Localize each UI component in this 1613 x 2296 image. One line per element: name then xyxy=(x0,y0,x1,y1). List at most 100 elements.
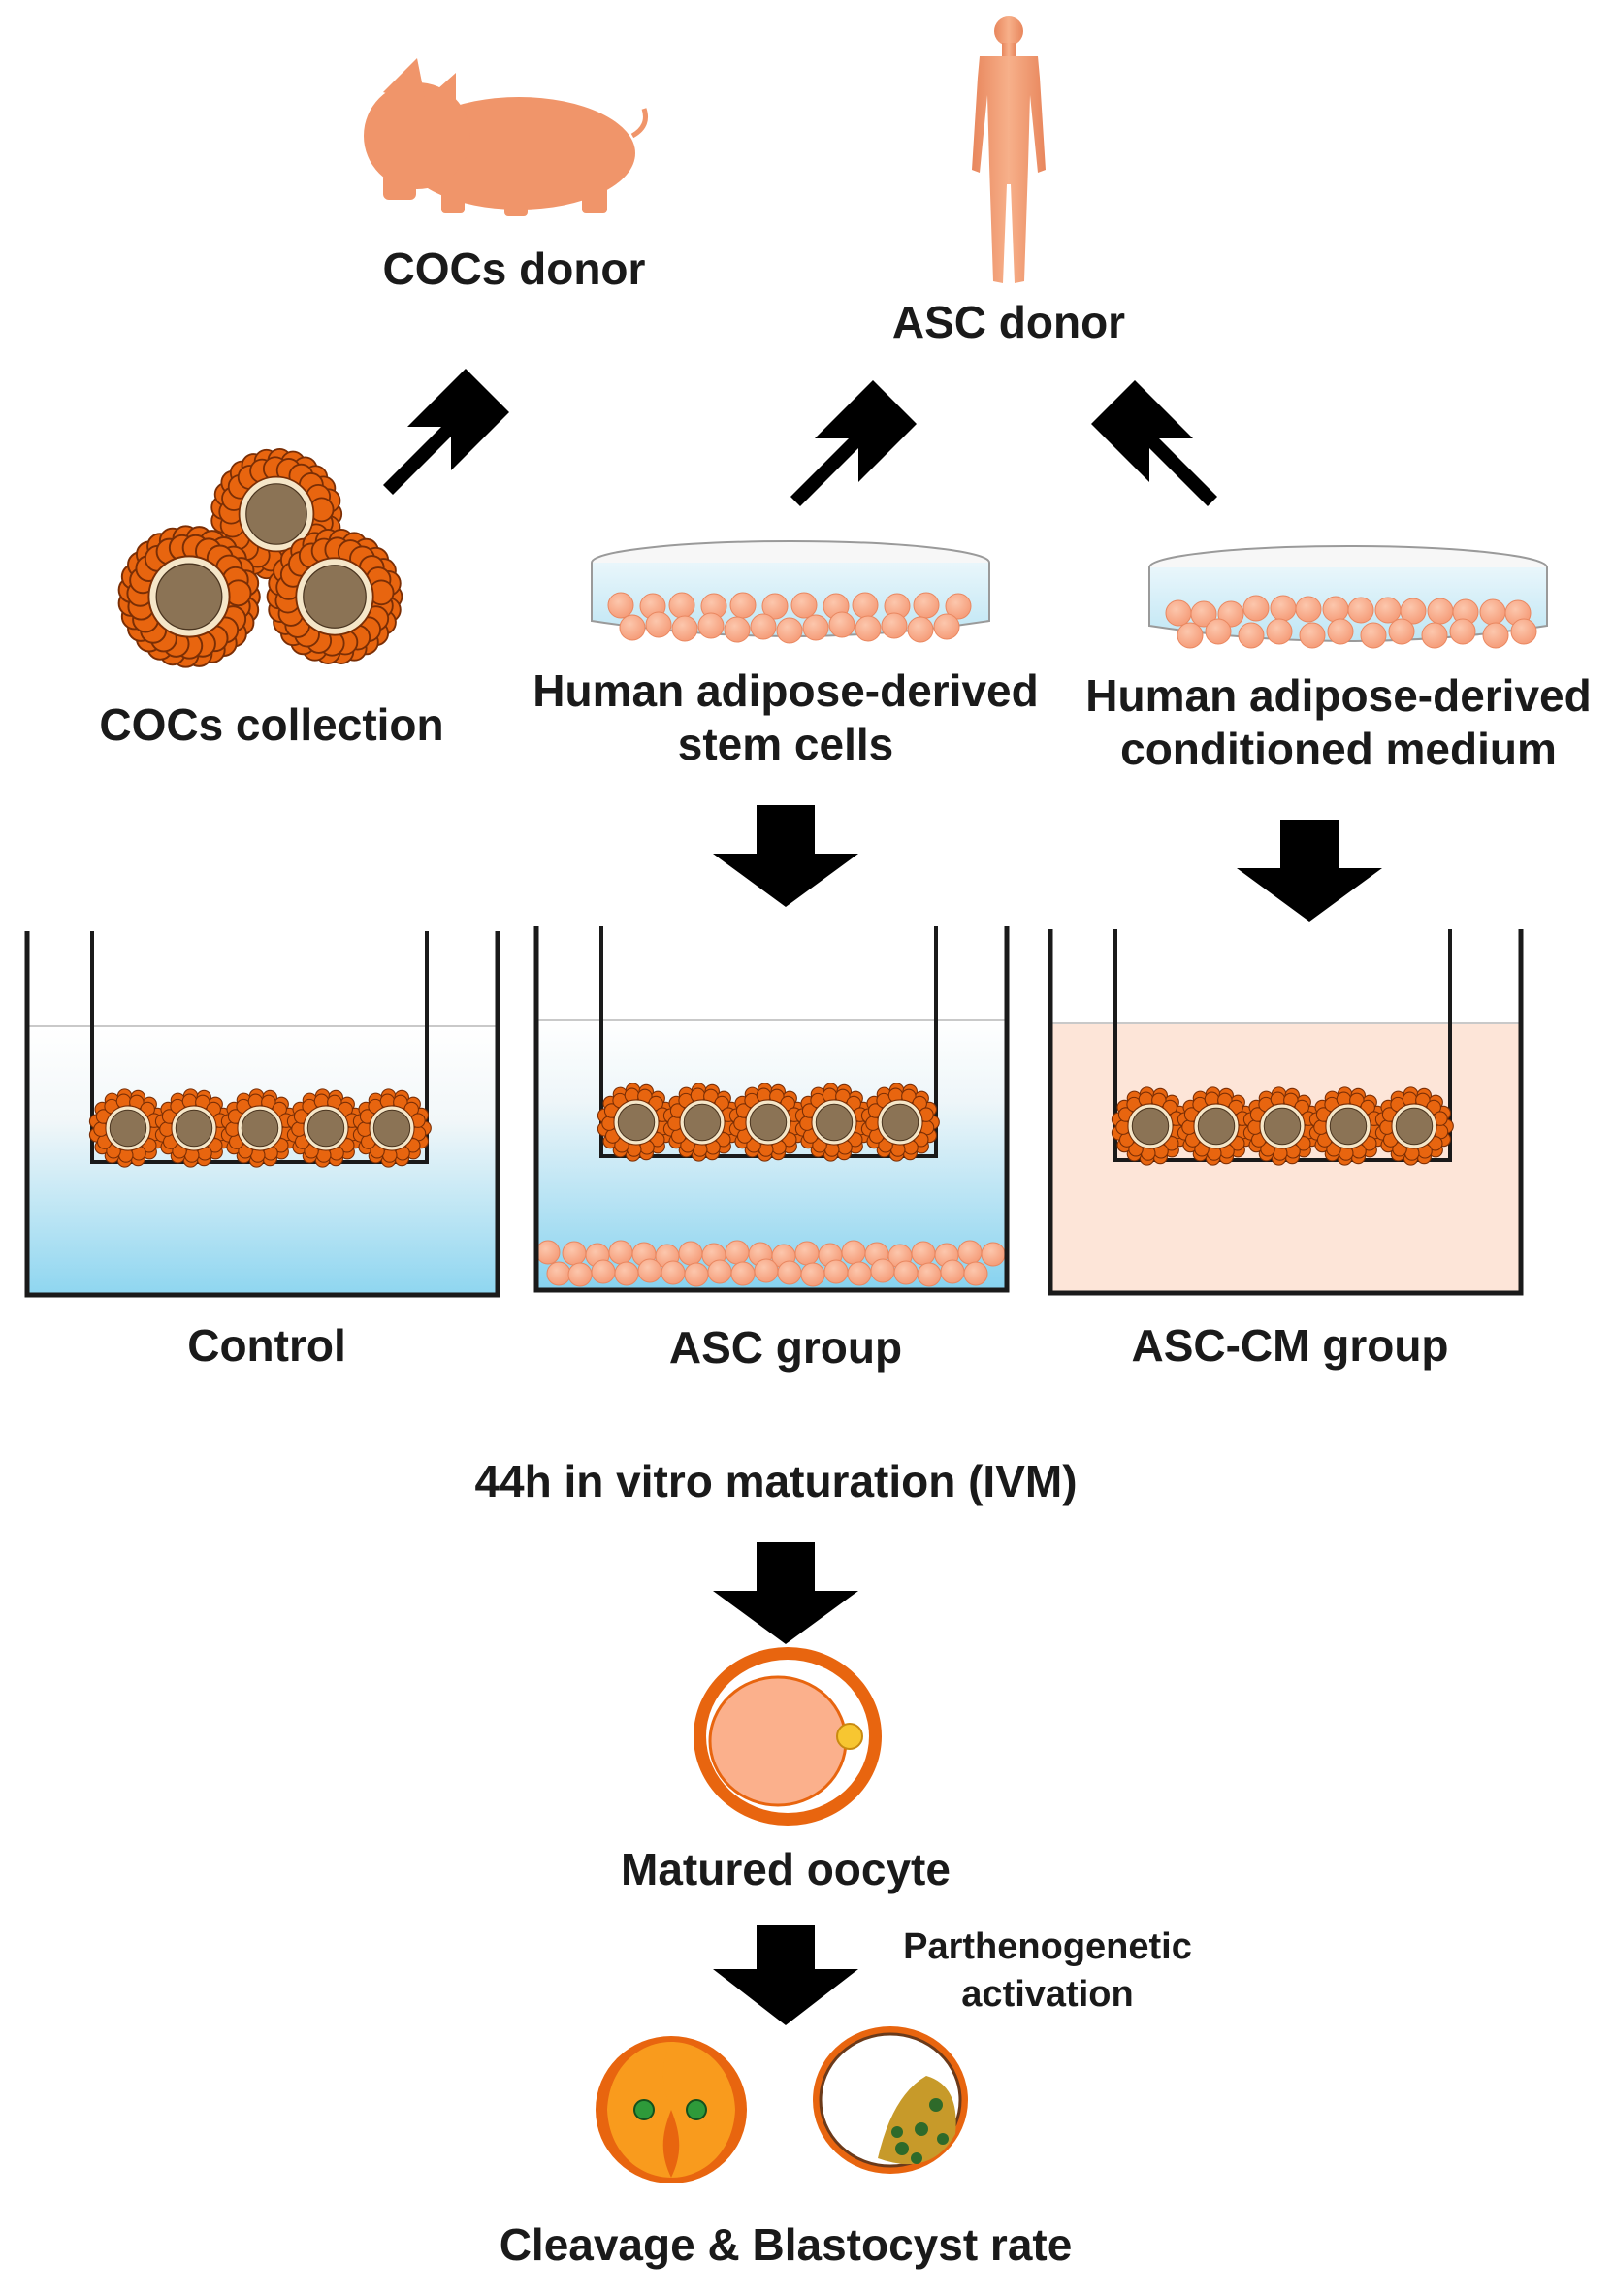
cell xyxy=(790,592,818,619)
asc-cell xyxy=(684,1262,709,1287)
coc-left xyxy=(117,525,261,668)
cell xyxy=(881,612,908,639)
asc-cell xyxy=(777,1260,802,1285)
arrow-down-to-matured-oocyte xyxy=(713,1542,858,1644)
asc-cell xyxy=(940,1259,965,1284)
conditioned-label-line2: conditioned medium xyxy=(1120,724,1557,774)
coc-in-well xyxy=(794,1083,874,1162)
cell xyxy=(1347,597,1374,624)
cell xyxy=(1449,618,1476,645)
cell xyxy=(761,593,789,620)
arrow-down-to-embryos xyxy=(713,1925,858,2025)
matured-oocyte-icon xyxy=(694,1647,882,1826)
cocs-collection-label: COCs collection xyxy=(99,699,444,750)
asc-well xyxy=(533,926,1010,1293)
arrow-to-cocs-collection xyxy=(383,369,509,495)
cell xyxy=(619,614,646,641)
asc-cell xyxy=(661,1260,686,1285)
cell xyxy=(668,592,695,619)
parthenogenetic-label-line1: Parthenogenetic xyxy=(903,1926,1192,1967)
cell xyxy=(1238,622,1265,649)
cell xyxy=(750,613,777,640)
asc-cell xyxy=(794,1241,820,1266)
cell xyxy=(852,592,879,619)
cell xyxy=(855,615,882,642)
coc-in-well xyxy=(1374,1086,1454,1166)
cell xyxy=(1360,622,1387,649)
asc-cm-group-label: ASC-CM group xyxy=(1131,1320,1449,1371)
stem-cells-label-line1: Human adipose-derived xyxy=(532,665,1039,716)
ivm-label: 44h in vitro maturation (IVM) xyxy=(474,1456,1078,1506)
cell xyxy=(1374,597,1402,624)
cell xyxy=(1295,596,1322,623)
cell xyxy=(907,616,934,643)
asc-cell xyxy=(847,1261,872,1286)
arrow-down-to-cm-well xyxy=(1237,820,1382,922)
cell xyxy=(933,613,960,640)
asc-cell xyxy=(546,1261,571,1286)
cell xyxy=(802,614,829,641)
cell xyxy=(1177,622,1204,649)
cell xyxy=(1479,598,1506,626)
arrow-down-to-asc-well xyxy=(713,805,858,907)
cleaved-embryo-icon xyxy=(596,2036,747,2183)
cell xyxy=(1205,618,1232,645)
coc-in-well xyxy=(662,1083,742,1162)
coc-right xyxy=(266,529,403,664)
cocs-cluster-icon xyxy=(117,448,403,668)
control-well xyxy=(24,931,500,1298)
coc-in-well xyxy=(728,1083,808,1162)
asc-cell xyxy=(917,1262,942,1287)
cell xyxy=(945,593,972,620)
asc-cell xyxy=(870,1258,895,1283)
cell xyxy=(1400,598,1427,625)
asc-cell xyxy=(725,1240,750,1265)
stem-cells-label-line2: stem cells xyxy=(677,719,894,769)
cocs-donor-label: COCs donor xyxy=(382,243,646,294)
cell xyxy=(1299,622,1326,649)
cell xyxy=(645,611,672,638)
asc-cell xyxy=(608,1240,633,1265)
asc-cell xyxy=(981,1242,1006,1267)
arrow-to-conditioned-medium xyxy=(1091,380,1217,506)
pig-icon xyxy=(364,58,648,216)
asc-cell xyxy=(754,1258,779,1283)
cell xyxy=(1322,596,1349,623)
asc-cell xyxy=(957,1240,983,1265)
petri-dish-conditioned-medium xyxy=(1148,545,1548,649)
coc-in-well xyxy=(220,1088,300,1168)
cell xyxy=(1242,595,1270,622)
asc-cell xyxy=(678,1241,703,1266)
cell xyxy=(1427,598,1454,625)
arrow-to-stem-cells xyxy=(790,380,917,506)
cell xyxy=(1165,599,1192,627)
control-label: Control xyxy=(187,1320,346,1371)
asc-cm-well xyxy=(1048,929,1524,1296)
asc-cell xyxy=(730,1261,756,1286)
petri-dish-stem-cells xyxy=(591,540,990,644)
cell xyxy=(724,616,751,643)
asc-cell xyxy=(562,1241,587,1266)
cell xyxy=(1190,600,1217,628)
cell xyxy=(1388,618,1415,645)
coc-in-well xyxy=(1308,1086,1388,1166)
cell xyxy=(828,611,855,638)
cell xyxy=(776,617,803,644)
cell xyxy=(697,612,725,639)
asc-cell xyxy=(591,1259,616,1284)
cleavage-blastocyst-label: Cleavage & Blastocyst rate xyxy=(499,2219,1073,2270)
conditioned-label-line1: Human adipose-derived xyxy=(1085,670,1592,721)
cell xyxy=(913,592,940,619)
asc-cell xyxy=(567,1262,593,1287)
cell xyxy=(671,615,698,642)
asc-group-label: ASC group xyxy=(668,1322,903,1373)
asc-cell xyxy=(911,1241,936,1266)
blastocyst-icon xyxy=(813,2026,968,2174)
cell xyxy=(1266,618,1293,645)
coc-in-well xyxy=(597,1083,676,1162)
matured-oocyte-label: Matured oocyte xyxy=(621,1844,951,1894)
asc-cell xyxy=(614,1261,639,1286)
cell xyxy=(1270,595,1297,622)
